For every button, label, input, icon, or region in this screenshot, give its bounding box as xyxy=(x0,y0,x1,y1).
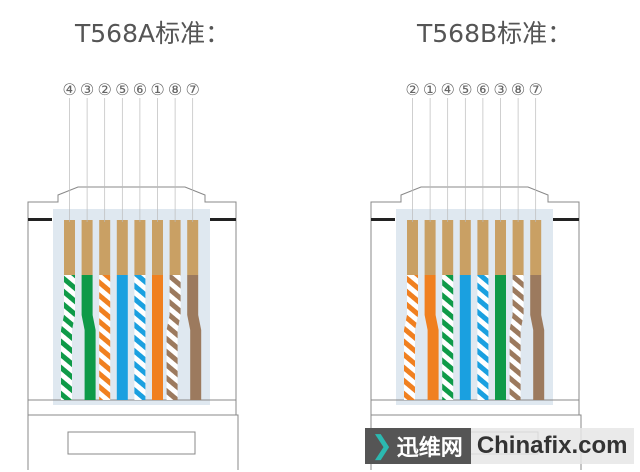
wire-7 xyxy=(509,275,524,400)
pin-label-4: ⑤ xyxy=(115,80,129,99)
wire-3 xyxy=(99,275,111,400)
contact-pin-5 xyxy=(134,220,146,275)
wire-2 xyxy=(424,275,439,400)
pin-label-3: ② xyxy=(98,80,112,99)
wire-4 xyxy=(116,275,128,400)
pin-label-2: ① xyxy=(423,80,437,99)
inner-cavity xyxy=(53,209,210,405)
pin-label-1: ② xyxy=(405,80,419,99)
watermark: ❯迅维网 Chinafix.com xyxy=(365,428,635,464)
wire-2 xyxy=(81,275,96,400)
wire-5 xyxy=(134,275,146,400)
connector-latch xyxy=(67,431,196,455)
pin-label-1: ④ xyxy=(62,80,76,99)
contact-pin-2 xyxy=(424,220,436,275)
wire-5 xyxy=(477,275,489,400)
contact-pin-8 xyxy=(530,220,542,275)
contact-pin-2 xyxy=(81,220,93,275)
black-band-right xyxy=(553,218,579,221)
wire-4 xyxy=(459,275,471,400)
pin-label-8: ⑦ xyxy=(186,80,200,99)
contact-pin-7 xyxy=(169,220,181,275)
black-band-left xyxy=(28,218,52,221)
pin-label-6: ③ xyxy=(493,80,507,99)
wire-3 xyxy=(442,275,454,400)
watermark-en: Chinafix.com xyxy=(470,428,634,464)
wire-6 xyxy=(152,275,163,400)
contact-pin-7 xyxy=(512,220,524,275)
contact-pin-5 xyxy=(477,220,489,275)
black-band-left xyxy=(371,218,395,221)
pin-label-7: ⑧ xyxy=(168,80,182,99)
contact-pin-1 xyxy=(64,220,75,275)
t568a-title: T568A标准： xyxy=(75,19,231,48)
black-band-right xyxy=(210,218,236,221)
pin-label-4: ⑤ xyxy=(458,80,472,99)
pin-label-3: ④ xyxy=(441,80,455,99)
wire-7 xyxy=(166,275,181,400)
contact-pin-6 xyxy=(495,220,506,275)
contact-pin-6 xyxy=(152,220,163,275)
pin-label-7: ⑧ xyxy=(511,80,525,99)
wire-1 xyxy=(404,275,418,400)
pin-label-5: ⑥ xyxy=(133,80,147,99)
inner-cavity xyxy=(396,209,553,405)
pin-label-2: ③ xyxy=(80,80,94,99)
t568b-title: T568B标准： xyxy=(417,19,573,48)
contact-pin-3 xyxy=(442,220,454,275)
pin-label-6: ① xyxy=(150,80,164,99)
arrow-icon: ❯ xyxy=(371,431,393,461)
pin-label-8: ⑦ xyxy=(529,80,543,99)
wire-8 xyxy=(530,275,545,400)
wire-1 xyxy=(61,275,75,400)
watermark-cn: 迅维网 xyxy=(396,436,463,461)
pin-label-5: ⑥ xyxy=(476,80,490,99)
contact-pin-4 xyxy=(459,220,471,275)
wire-8 xyxy=(187,275,202,400)
contact-pin-3 xyxy=(99,220,111,275)
contact-pin-8 xyxy=(187,220,199,275)
contact-pin-4 xyxy=(116,220,128,275)
contact-pin-1 xyxy=(407,220,418,275)
wire-6 xyxy=(495,275,506,400)
